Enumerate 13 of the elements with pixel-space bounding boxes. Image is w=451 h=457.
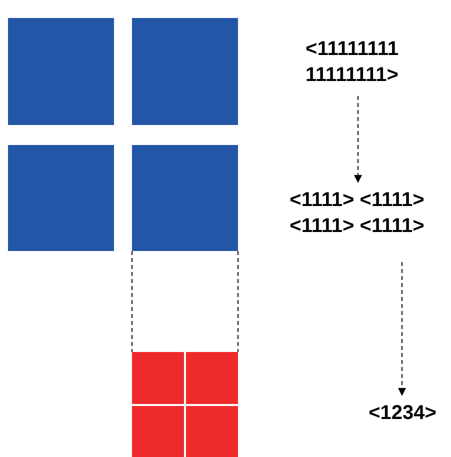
code-text: <11111111 11111111> [262,36,442,90]
arrow [398,262,406,396]
square [132,18,238,125]
square [8,18,114,125]
square [132,145,238,251]
square [186,406,238,457]
square [8,145,114,251]
code-text: <1111> <1111> <1111> <1111> [262,187,451,243]
square [132,406,184,457]
code-text: <1234> [355,400,450,428]
square [132,352,184,404]
square [186,352,238,404]
arrow [354,96,362,183]
